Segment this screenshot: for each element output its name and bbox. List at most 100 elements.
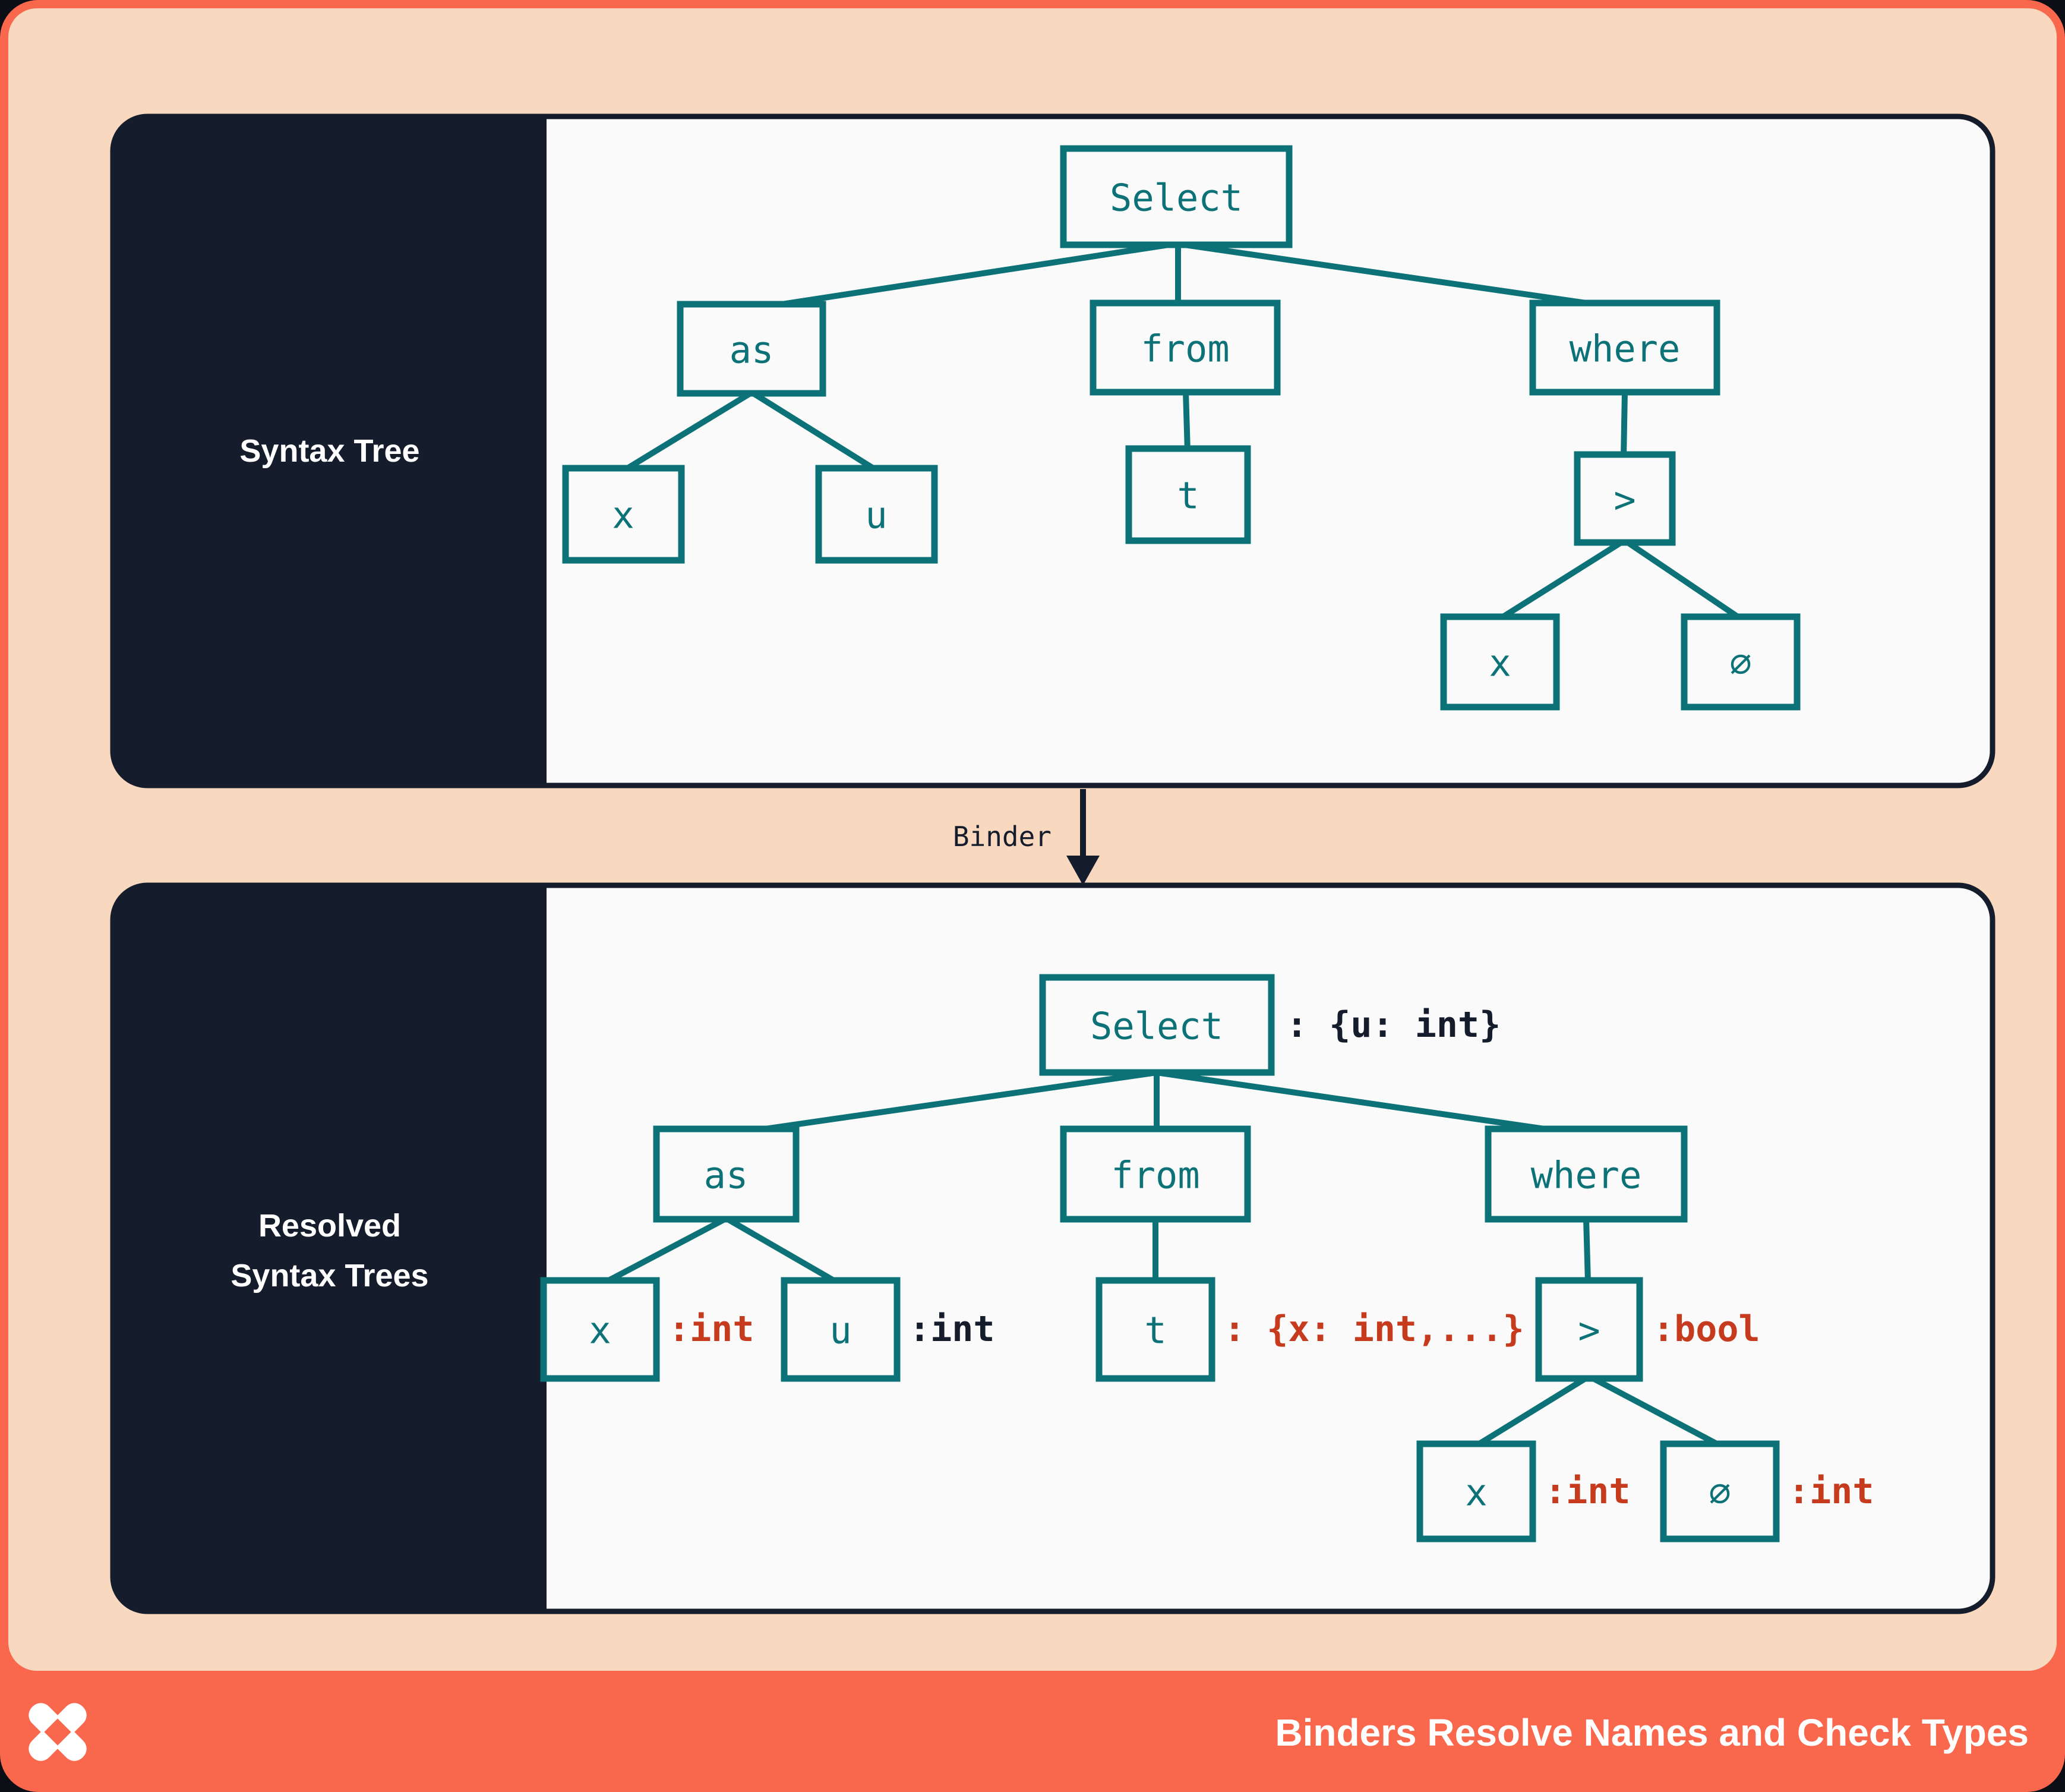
- edge: [731, 1069, 1157, 1137]
- node-zero: ∅: [1681, 613, 1801, 711]
- node-label: from: [1111, 1154, 1199, 1197]
- node-t: t: [1125, 445, 1251, 544]
- node-box: [540, 1277, 660, 1382]
- node-select-resolved: Select : {u: int}: [1039, 974, 1501, 1076]
- node-u: u: [815, 465, 938, 564]
- panel-sidebar: [113, 885, 547, 1611]
- binder-label: Binder: [953, 821, 1052, 853]
- edge: [624, 390, 752, 472]
- sidebar-label-syntax-trees: Syntax Trees: [231, 1258, 428, 1293]
- node-box: [1574, 451, 1676, 546]
- node-from-resolved: from: [1060, 1125, 1251, 1223]
- node-x2: x: [1440, 613, 1560, 711]
- node-label: Select: [1090, 1005, 1223, 1048]
- syntax-tree-panel: Syntax Tree Select as from w: [110, 113, 1995, 788]
- node-as-resolved: as: [653, 1125, 800, 1223]
- node-label: as: [704, 1154, 749, 1197]
- panel-body: [113, 885, 1993, 1611]
- type-annotation: :int: [1788, 1471, 1874, 1512]
- arrow-head-icon: [1066, 856, 1100, 885]
- node-select: Select: [1060, 145, 1293, 248]
- edge: [1477, 1374, 1589, 1447]
- type-annotation: :int: [668, 1308, 754, 1350]
- node-box: [653, 1125, 800, 1223]
- panel-outline: [110, 882, 1995, 1614]
- node-box: [1125, 445, 1251, 544]
- tree-edges: [624, 241, 1741, 621]
- binder-arrow: Binder: [953, 789, 1100, 885]
- node-from: from: [1090, 299, 1281, 396]
- type-annotation: :bool: [1653, 1308, 1760, 1350]
- node-label: ∅: [1709, 1471, 1731, 1515]
- node-box: [677, 301, 826, 397]
- node-where: where: [1529, 299, 1720, 396]
- node-label: >: [1578, 1309, 1600, 1352]
- node-box: [1535, 1277, 1643, 1382]
- node-x: x: [562, 465, 685, 564]
- node-label: u: [829, 1309, 851, 1352]
- footer-bar: Binders Resolve Names and Check Types: [29, 1703, 2029, 1761]
- footer-title: Binders Resolve Names and Check Types: [1275, 1711, 2029, 1754]
- tree-edges: [601, 1069, 1719, 1447]
- node-box: [1681, 613, 1801, 711]
- node-box: [1095, 1277, 1215, 1382]
- node-box: [1529, 299, 1720, 396]
- edge: [758, 241, 1177, 311]
- edge: [1621, 392, 1628, 458]
- node-label: x: [1465, 1471, 1487, 1515]
- node-gt-resolved: > :bool: [1535, 1277, 1760, 1382]
- node-label: from: [1141, 327, 1229, 371]
- node-box: [1039, 974, 1275, 1076]
- panel-sidebar: [113, 116, 547, 785]
- node-label: t: [1144, 1309, 1166, 1352]
- edge: [601, 1216, 727, 1286]
- node-label: u: [865, 494, 887, 537]
- node-box: [815, 465, 938, 564]
- edge: [726, 1216, 841, 1286]
- type-annotation: : {u: int}: [1286, 1004, 1501, 1046]
- node-label: where: [1570, 327, 1681, 371]
- node-label: as: [730, 329, 774, 372]
- node-label: x: [612, 494, 634, 537]
- node-box: [1440, 613, 1560, 711]
- node-box: [1060, 145, 1293, 248]
- node-label: t: [1177, 474, 1199, 518]
- edge: [752, 390, 877, 472]
- type-annotation: :int: [909, 1308, 995, 1350]
- node-box: [1485, 1125, 1688, 1223]
- sidebar-label-resolved: Resolved: [258, 1208, 401, 1244]
- node-x2-resolved: x :int: [1416, 1440, 1631, 1542]
- node-box: [1416, 1440, 1536, 1542]
- edge: [1583, 1219, 1591, 1283]
- node-where-resolved: where: [1485, 1125, 1688, 1223]
- edge: [1183, 392, 1191, 452]
- node-box: [781, 1277, 901, 1382]
- node-t-resolved: t : {x: int,...}: [1095, 1277, 1524, 1382]
- node-label: x: [589, 1309, 611, 1352]
- edge: [1156, 1069, 1578, 1137]
- node-gt: >: [1574, 451, 1676, 546]
- sidebar-label-syntax-tree: Syntax Tree: [239, 433, 419, 469]
- node-label: x: [1489, 642, 1511, 685]
- node-box: [1060, 1125, 1251, 1223]
- resolved-syntax-trees-panel: Resolved Syntax Trees Select : {u: int} …: [110, 882, 1995, 1614]
- panel-outline: [110, 113, 1995, 788]
- type-annotation: :int: [1545, 1471, 1631, 1512]
- node-as: as: [677, 301, 826, 397]
- node-box: [562, 465, 685, 564]
- node-label: Select: [1110, 176, 1243, 220]
- node-zero-resolved: ∅ :int: [1660, 1440, 1874, 1542]
- node-box: [1660, 1440, 1780, 1542]
- edge: [1624, 538, 1741, 621]
- pinwheel-x-icon: [29, 1703, 87, 1761]
- edge: [1589, 1374, 1719, 1447]
- edge: [1176, 241, 1619, 311]
- node-x-resolved: x :int: [540, 1277, 754, 1382]
- type-annotation: : {x: int,...}: [1224, 1308, 1524, 1350]
- node-u-resolved: u :int: [781, 1277, 995, 1382]
- node-box: [1090, 299, 1281, 396]
- node-label: >: [1614, 478, 1635, 522]
- node-label: where: [1531, 1154, 1642, 1197]
